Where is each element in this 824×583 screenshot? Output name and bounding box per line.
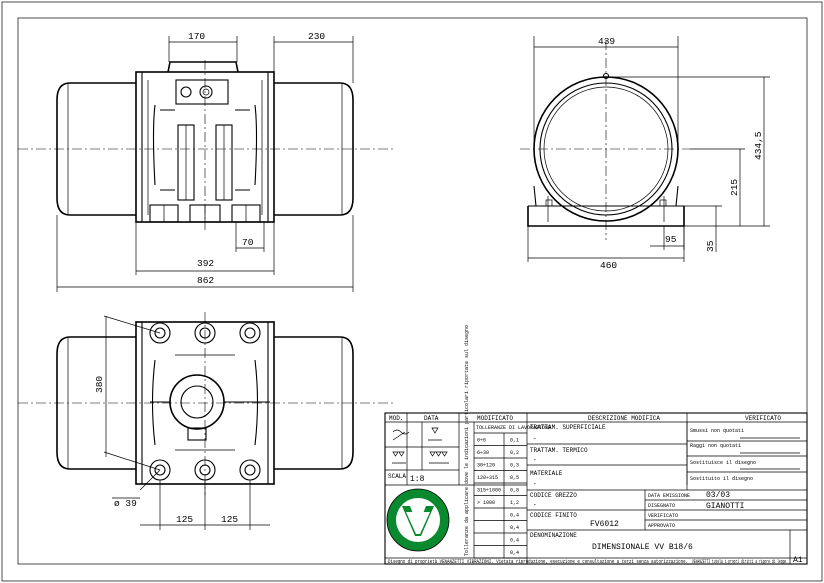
triple-triangle-symbol — [429, 451, 449, 464]
col-modificato: MODIFICATO — [477, 415, 513, 422]
dim-125-a: 125 — [176, 514, 193, 525]
trattam-sup-value: - — [533, 435, 537, 442]
tolerance-value: 0,4 — [510, 538, 519, 544]
plan-view: 380 ø 39 125 125 — [18, 312, 395, 530]
tolerance-value: 1,2 — [510, 500, 519, 506]
verificato-label: VERIFICATO — [648, 513, 678, 519]
dim-392: 392 — [197, 258, 214, 269]
scale-value: 1:8 — [410, 475, 425, 484]
codice-grezzo-value: - — [533, 501, 537, 508]
dim-439: 439 — [598, 36, 615, 47]
tolerance-range: 0÷6 — [477, 438, 486, 444]
tolerance-value: 0,4 — [510, 550, 519, 556]
scale-label: SCALA — [388, 473, 406, 480]
denominazione-value: DIMENSIONALE VV B18/6 — [592, 543, 693, 552]
double-triangle-symbol — [392, 451, 406, 464]
tolerance-range: > 1000 — [477, 500, 495, 506]
tilde-symbol — [392, 429, 410, 441]
dim-35: 35 — [705, 240, 716, 252]
codice-finito-value: FV6012 — [590, 520, 619, 529]
tolerance-range: 120÷315 — [477, 475, 498, 481]
data-emissione-label: DATA EMISSIONE — [648, 493, 690, 499]
codice-finito: CODICE FINITO — [530, 512, 577, 519]
dim-434-5: 434,5 — [753, 131, 764, 160]
side-view: 439 434,5 215 95 35 460 — [520, 36, 770, 271]
tolerance-value: 0,8 — [510, 488, 519, 494]
tolerance-range: 30÷120 — [477, 463, 495, 469]
codice-grezzo: CODICE GREZZO — [530, 492, 577, 499]
tolerance-value: 0,5 — [510, 475, 519, 481]
dim-170: 170 — [188, 31, 205, 42]
dim-460: 460 — [600, 260, 617, 271]
footer-right: VENANZETTI tutela i propri diritti a rig… — [692, 559, 788, 565]
tolerance-value: 0,1 — [510, 438, 519, 444]
data-emissione-value: 03/03 — [706, 491, 730, 500]
disegnato-label: DISEGNATO — [648, 503, 675, 509]
title-block: MOD. DATA MODIFICATO DESCRIZIONE MODIFIC… — [384, 325, 808, 565]
dim-215: 215 — [729, 179, 740, 196]
company-logo — [386, 488, 450, 552]
dim-dia-39: ø 39 — [114, 498, 137, 509]
front-view: 170 230 70 392 862 — [18, 31, 395, 292]
format-a1: A1 — [793, 556, 803, 565]
tolerance-value: 0,2 — [510, 450, 519, 456]
tolerance-table: TOLLERANZE DI LAVORAZIONE 0÷6 0,1 6÷30 0,2 3… — [473, 422, 551, 559]
denominazione: DENOMINAZIONE — [530, 532, 577, 539]
dim-862: 862 — [197, 275, 214, 286]
tolerance-title: TOLLERANZE DI LAVORAZIONE — [476, 425, 551, 431]
trattam-termico: TRATTAM. TERMICO — [530, 447, 588, 454]
spigoli-a: Smussi non quotati — [690, 428, 744, 434]
disegnato-value: GIANOTTI — [706, 502, 744, 511]
dim-125-b: 125 — [221, 514, 238, 525]
trattam-superficiale: TRATTAM. SUPERFICIALE — [530, 424, 606, 431]
spigoli-b: Raggi non quotati — [690, 443, 741, 449]
triangle-symbol — [428, 427, 442, 441]
trattam-term-value: - — [533, 456, 537, 463]
footer-left: Disegno di proprietà VENANZETTI VIBRAZIO… — [388, 559, 688, 565]
materiale-value: - — [533, 480, 537, 487]
tolerance-range: 315÷1000 — [477, 488, 501, 494]
sostituisce: Sostituisce il disegno — [690, 460, 756, 466]
dim-380: 380 — [94, 376, 105, 393]
tolerance-range: 6÷30 — [477, 450, 489, 456]
tolerance-value: 0,4 — [510, 513, 519, 519]
tolerance-value: 0,3 — [510, 463, 519, 469]
materiale: MATERIALE — [530, 470, 563, 477]
col-mod: MOD. — [389, 415, 403, 422]
tolerance-value: 0,4 — [510, 525, 519, 531]
col-descrizione: DESCRIZIONE MODIFICA — [588, 415, 660, 422]
col-data: DATA — [424, 415, 439, 422]
sostituito: Sostituito il disegno — [690, 476, 753, 482]
vertical-note: Tolleranze da applicare dove le indicazi… — [464, 325, 470, 556]
col-verificato: VERIFICATO — [745, 415, 781, 422]
dim-95: 95 — [665, 234, 677, 245]
dim-70: 70 — [242, 237, 254, 248]
approvato-label: APPROVATO — [648, 523, 675, 529]
bolt-holes-top — [149, 322, 261, 344]
dim-230: 230 — [308, 31, 325, 42]
